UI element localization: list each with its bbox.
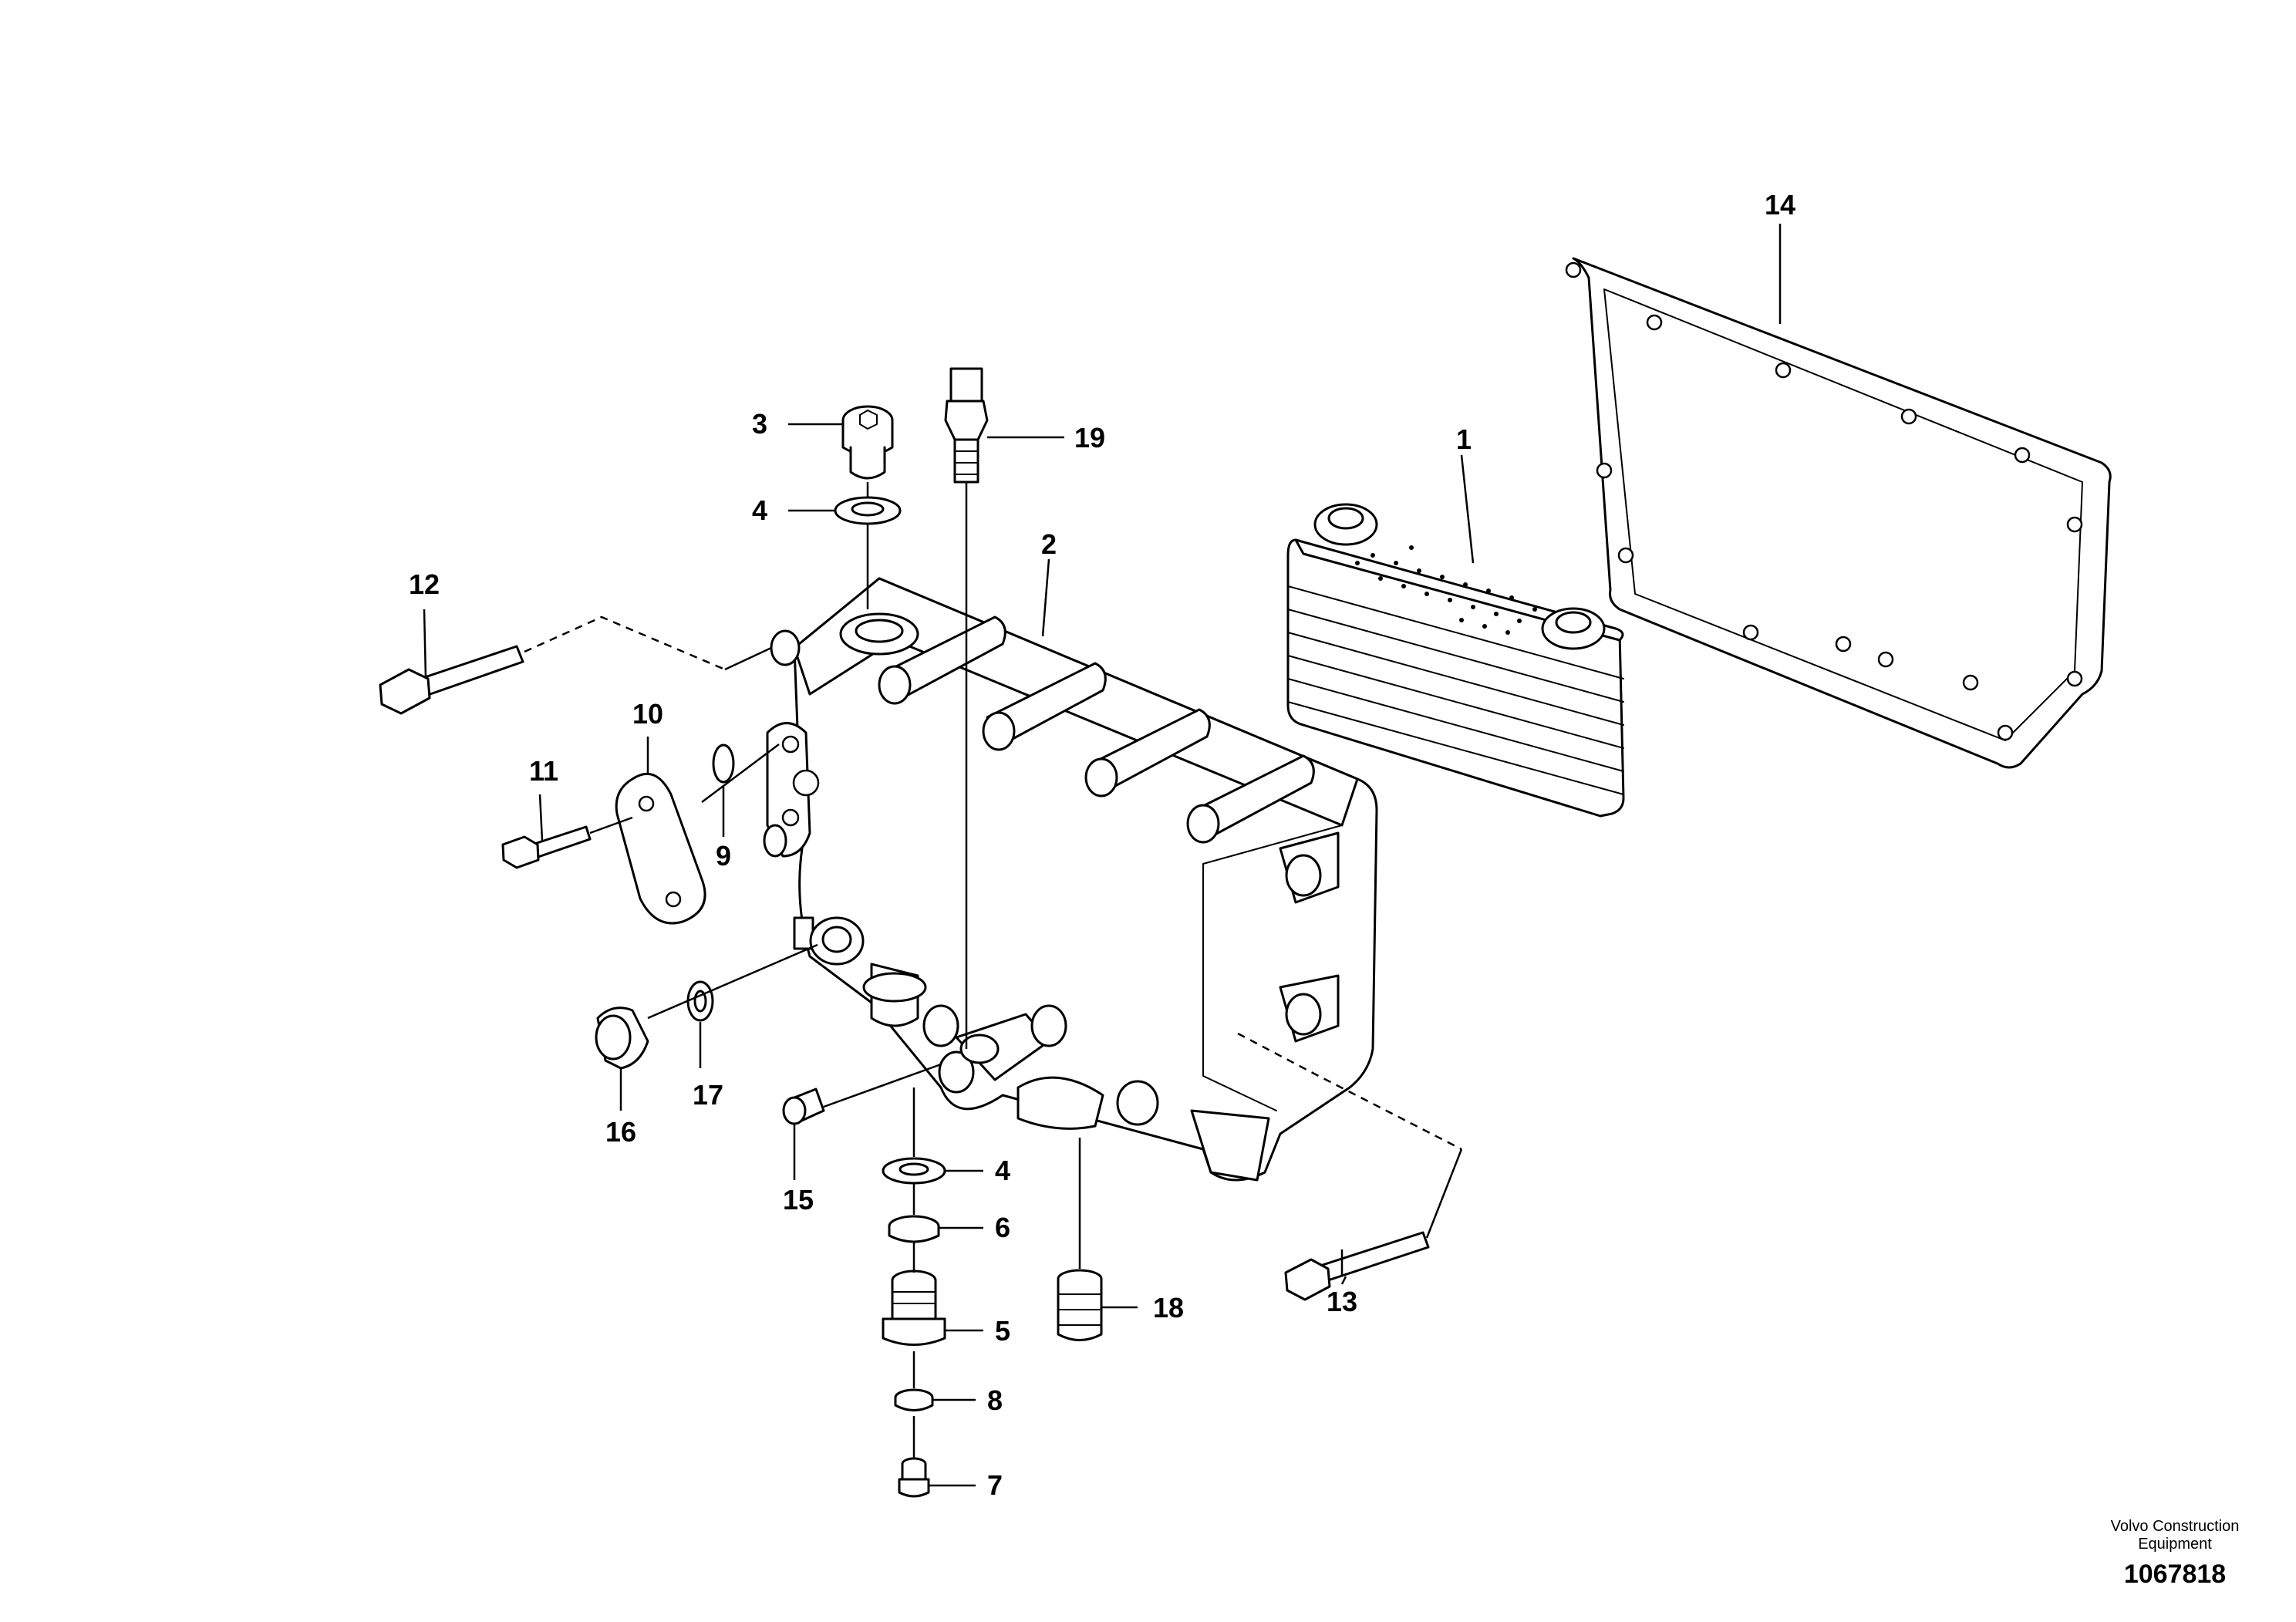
sleeve-part-18 (1057, 1269, 1103, 1341)
callout-16: 16 (605, 1116, 636, 1148)
callout-17: 17 (693, 1079, 723, 1111)
drawing-number: 1067818 (2124, 1560, 2226, 1589)
callout-6: 6 (995, 1212, 1010, 1243)
callout-12: 12 (409, 568, 440, 600)
cooler-part-1 (1286, 503, 1625, 818)
callout-numbers: 1 2 3 4 4 5 6 7 8 9 10 11 12 13 14 15 16… (409, 189, 1795, 1501)
callout-13: 13 (1327, 1286, 1357, 1317)
gasket-part-14 (1565, 257, 2112, 769)
footer-org-line2: Equipment (2138, 1536, 2212, 1553)
o-ring-part-9 (712, 744, 735, 784)
washer-part-4-top (834, 496, 902, 525)
callout-8: 8 (987, 1384, 1003, 1416)
callout-19: 19 (1074, 422, 1105, 454)
housing-part-2 (763, 577, 1378, 1182)
callout-18: 18 (1153, 1292, 1184, 1324)
washer-part-4-bottom (882, 1157, 946, 1185)
callout-3: 3 (752, 408, 767, 440)
callout-1: 1 (1456, 423, 1472, 455)
callout-leaders (423, 224, 1782, 1487)
plug-part-15 (782, 1088, 825, 1125)
plug-part-16 (595, 1007, 649, 1070)
callout-7: 7 (987, 1469, 1003, 1501)
ring-part-8 (894, 1388, 934, 1411)
bolt-part-13 (1284, 1231, 1430, 1301)
plug-part-3 (841, 405, 894, 480)
footer: Volvo Construction Equipment 1067818 (2111, 1518, 2240, 1589)
callout-5: 5 (995, 1315, 1010, 1347)
callout-15: 15 (783, 1184, 814, 1216)
bolt-part-11 (501, 825, 592, 869)
washer-part-17 (686, 980, 714, 1022)
callout-11: 11 (529, 755, 558, 787)
ring-part-6 (888, 1215, 940, 1243)
callout-2: 2 (1041, 528, 1057, 560)
sensor-part-19 (944, 367, 989, 484)
cooler-perforations (1355, 545, 1537, 635)
footer-org-line1: Volvo Construction (2111, 1518, 2240, 1535)
bolt-part-12 (379, 645, 524, 715)
callout-10: 10 (632, 698, 663, 730)
callout-4-top: 4 (752, 494, 767, 526)
cover-plate-part-10 (615, 772, 706, 925)
valve-part-5 (882, 1270, 946, 1346)
plug-part-7 (898, 1457, 930, 1498)
callout-14: 14 (1765, 189, 1795, 221)
callout-4-bottom: 4 (995, 1155, 1010, 1186)
assembly-lines (524, 482, 1463, 1458)
callout-9: 9 (716, 840, 731, 872)
